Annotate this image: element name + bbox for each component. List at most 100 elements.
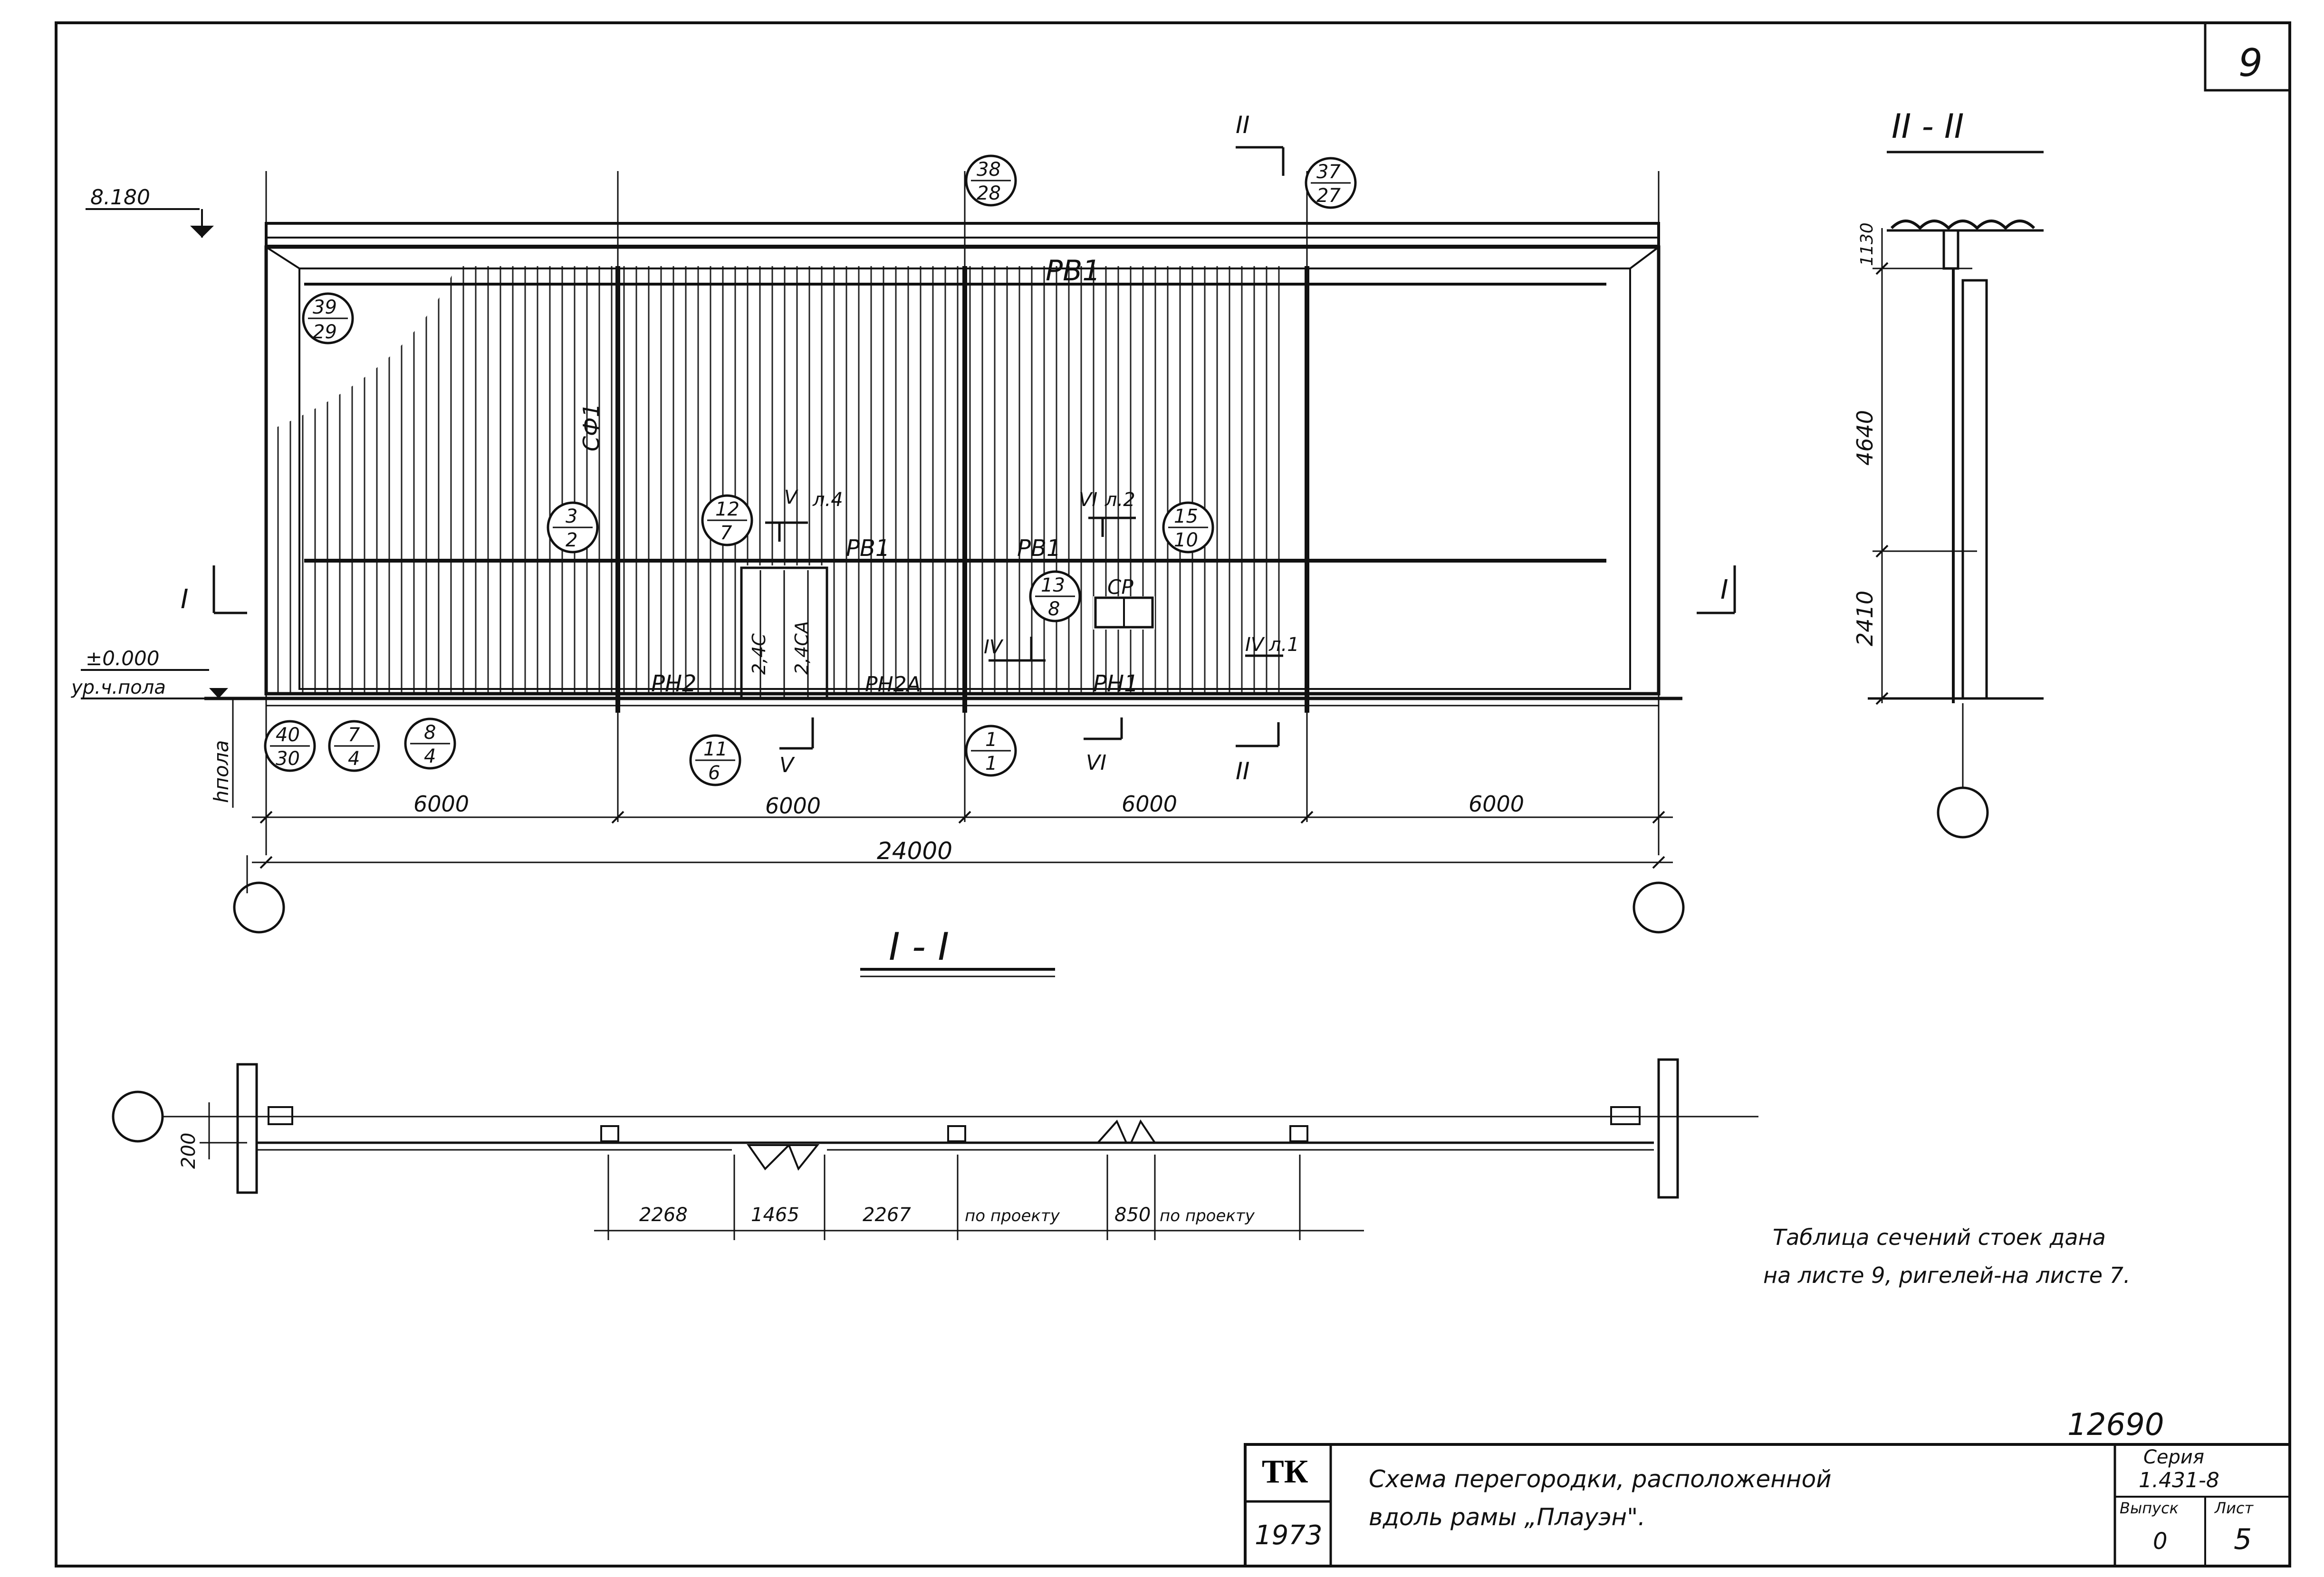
- svg-text:1: 1: [985, 753, 997, 774]
- svg-text:28: 28: [977, 182, 1001, 204]
- callout-bubble: 3 2: [547, 501, 599, 554]
- callout-bubble: 40 30: [264, 720, 316, 772]
- svg-text:6: 6: [708, 762, 720, 784]
- label-rn2: РН2: [651, 670, 697, 697]
- section-ii-title: II - II: [1892, 107, 1964, 146]
- sheet-value: 5: [2234, 1523, 2252, 1556]
- callout-bubble: 1 1: [965, 725, 1017, 777]
- svg-text:10: 10: [1174, 529, 1198, 551]
- dim-h-low: 2410: [1852, 591, 1878, 646]
- cut-v-top: V: [784, 487, 798, 508]
- callout-bubble: 8 4: [404, 717, 456, 770]
- sheet-number-box: 9: [2204, 23, 2290, 92]
- label-rv1-top: РВ1: [1046, 254, 1101, 287]
- label-rn2a: РН2А: [865, 672, 921, 697]
- callout-bubble: 11 6: [689, 734, 741, 786]
- callout-bubble: 15 10: [1162, 501, 1214, 554]
- cut-v-bottom: V: [779, 753, 795, 777]
- label-sf1: СФ1: [578, 403, 604, 451]
- dim-plan-4: по проекту: [965, 1206, 1060, 1225]
- callout-bubble: 12 7: [701, 494, 753, 546]
- svg-text:8: 8: [1048, 598, 1060, 620]
- svg-text:1: 1: [985, 729, 997, 751]
- dim-h-top: 1130: [1857, 222, 1877, 266]
- label-rn1: РН1: [1093, 670, 1139, 697]
- title-line-2: вдоль рамы „Плауэн".: [1369, 1503, 1645, 1531]
- svg-text:4: 4: [424, 745, 436, 767]
- svg-text:27: 27: [1316, 185, 1341, 207]
- svg-text:29: 29: [313, 321, 337, 343]
- label-door-2: 2,4СА: [791, 621, 812, 675]
- axis-marker: [112, 1090, 164, 1143]
- label-rv1-mid: РВ1: [846, 535, 890, 562]
- sheet-label: Лист: [2214, 1499, 2254, 1517]
- cut-ii-bottom: II: [1236, 757, 1250, 785]
- svg-text:12: 12: [715, 498, 739, 520]
- callout-bubble: 37 27: [1305, 157, 1357, 209]
- cut-iv-right: IV: [1245, 634, 1265, 656]
- svg-text:3: 3: [566, 506, 577, 527]
- dim-plan-3: 2267: [863, 1204, 911, 1226]
- drawing-number: 12690: [2067, 1407, 2164, 1443]
- cut-i-right: I: [1720, 574, 1729, 605]
- note-l4: л.4: [812, 489, 843, 511]
- svg-text:15: 15: [1174, 506, 1198, 527]
- plan-view: 200 2268 1465 2267 по проекту 850 по про…: [112, 1058, 1758, 1240]
- series-value: 1.431-8: [2139, 1468, 2219, 1492]
- callout-bubble: 13 8: [1029, 570, 1081, 622]
- dim-bay-1: 6000: [413, 791, 469, 817]
- sheet-frame: [55, 21, 2291, 1567]
- axis-marker: [233, 881, 285, 934]
- dim-bay-3: 6000: [1122, 791, 1177, 817]
- svg-text:40: 40: [276, 724, 300, 746]
- svg-text:30: 30: [276, 748, 300, 770]
- svg-text:37: 37: [1316, 161, 1341, 183]
- cut-vi-bottom: VI: [1086, 751, 1106, 775]
- title-org: ТК: [1262, 1453, 1308, 1490]
- svg-text:38: 38: [977, 159, 1001, 181]
- dim-plan-6: по проекту: [1160, 1206, 1255, 1225]
- cut-ii-top: II: [1236, 111, 1250, 139]
- level-top: 8.180: [90, 185, 150, 210]
- note-l2: л.2: [1104, 489, 1135, 511]
- sheet-number: 9: [2238, 41, 2263, 85]
- top-beam: [265, 222, 1660, 248]
- note-line-1: Таблица сечений стоек дана: [1773, 1224, 2106, 1250]
- section-i-title: I - I: [889, 925, 949, 969]
- label-window: СР: [1107, 575, 1133, 599]
- dim-plan-1: 2268: [639, 1204, 688, 1226]
- cut-i-left: I: [181, 584, 189, 615]
- label-rv1-mid2: РВ1: [1017, 535, 1061, 562]
- dim-total: 24000: [877, 837, 952, 865]
- axis-marker: [1937, 786, 1989, 839]
- level-zero: ±0.000: [86, 647, 159, 670]
- dim-plan-2: 1465: [751, 1204, 799, 1226]
- series-label: Серия: [2143, 1446, 2204, 1468]
- note-l1: л.1: [1268, 634, 1299, 656]
- svg-text:8: 8: [424, 722, 436, 744]
- svg-text:11: 11: [703, 738, 728, 760]
- issue-label: Выпуск: [2120, 1499, 2179, 1517]
- cut-iv-left: IV: [984, 636, 1004, 658]
- dim-bay-4: 6000: [1469, 791, 1524, 817]
- title-line-1: Схема перегородки, расположенной: [1369, 1465, 1832, 1493]
- callout-bubble: 7 4: [328, 720, 380, 772]
- callout-bubble: 38 28: [965, 154, 1017, 207]
- dim-plan-thickness: 200: [178, 1133, 200, 1169]
- section-ii-view: II - II 1130 4640 2410: [1852, 107, 2044, 839]
- svg-text:4: 4: [348, 748, 360, 770]
- dim-bay-2: 6000: [765, 793, 821, 819]
- svg-text:13: 13: [1041, 574, 1065, 596]
- label-door-1: 2,4С: [749, 633, 769, 675]
- level-floor: ур.ч.пола: [71, 677, 166, 698]
- issue-value: 0: [2153, 1528, 2168, 1555]
- note-line-2: на листе 9, ригелей-на листе 7.: [1763, 1262, 2131, 1288]
- axis-marker: [1633, 881, 1685, 934]
- title-year: 1973: [1255, 1520, 1323, 1551]
- elevation-view: 6000 6000 6000 6000 24000 8.180 ±0.000 у…: [71, 111, 1736, 977]
- dim-h-mid: 4640: [1852, 410, 1878, 466]
- dim-plan-5: 850: [1114, 1204, 1151, 1226]
- svg-text:7: 7: [348, 724, 360, 746]
- callout-bubble: 39 29: [302, 292, 354, 344]
